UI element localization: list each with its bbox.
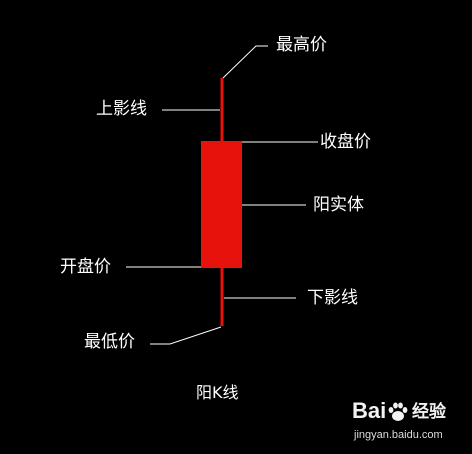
paw-icon [388, 402, 408, 421]
label-lowest-price: 最低价 [84, 332, 135, 352]
label-lower-shadow: 下影线 [307, 288, 358, 308]
watermark-suffix: 经验 [412, 402, 446, 422]
leader-highest-price [222, 45, 268, 79]
candle-body [201, 141, 242, 268]
label-upper-shadow: 上影线 [96, 99, 147, 119]
label-bullish-body: 阳实体 [313, 195, 364, 215]
label-highest-price: 最高价 [276, 35, 327, 55]
label-open-price: 开盘价 [60, 257, 111, 277]
label-close-price: 收盘价 [320, 132, 371, 152]
diagram-caption: 阳K线 [196, 383, 239, 402]
baidu-jingyan-watermark: Bai 经验 jingyan.baidu.com [352, 398, 470, 450]
watermark-url: jingyan.baidu.com [354, 429, 443, 441]
leader-lowest-price [150, 326, 222, 345]
watermark-brand: Bai [352, 398, 387, 423]
